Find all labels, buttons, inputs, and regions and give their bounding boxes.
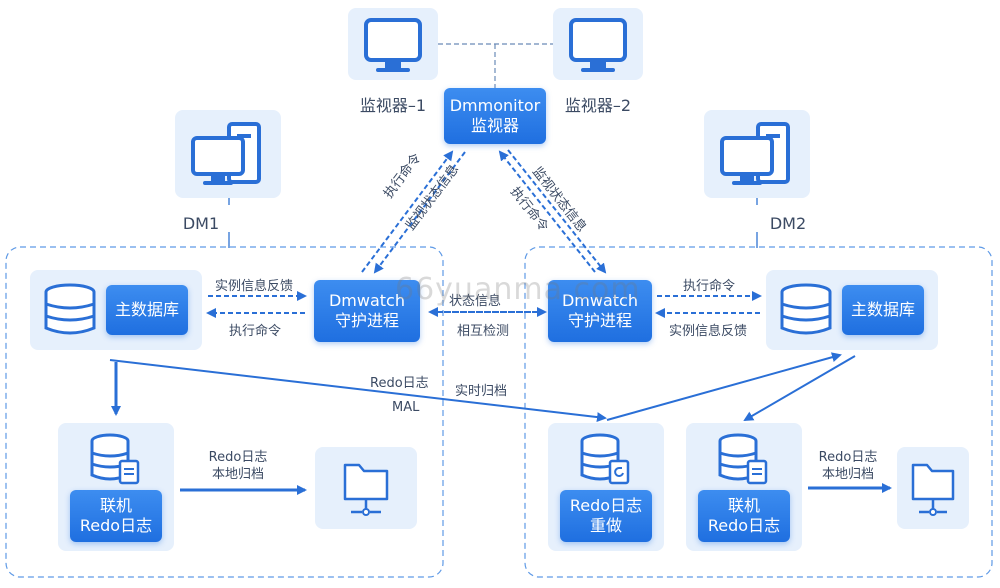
- left-exec-label: 执行命令: [229, 324, 282, 339]
- arrow-exec-right: [507, 149, 607, 274]
- dm2-label: DM2: [769, 214, 807, 233]
- dm2-tile: [704, 110, 810, 198]
- right-dmwatch-line1: Dmwatch: [561, 291, 638, 310]
- dmmonitor-line2: 监视器: [470, 116, 519, 135]
- right-archive-label: Redo日志 本地归档: [818, 450, 878, 482]
- dmmonitor-box[interactable]: Dmmonitor 监视器: [444, 88, 546, 144]
- right-redo-line1: Redo日志: [569, 496, 643, 515]
- right-dmwatch-box[interactable]: Dmwatch 守护进程: [548, 280, 652, 342]
- right-redo-line2: 重做: [589, 516, 622, 535]
- left-archive-label: Redo日志 本地归档: [208, 450, 268, 482]
- dm1-label: DM1: [182, 214, 220, 233]
- arrow-exec-left: [361, 150, 454, 273]
- mal-label: MAL: [392, 400, 420, 415]
- monitor-1-label: 监视器–1: [359, 96, 427, 115]
- right-exec-label: 执行命令: [683, 279, 736, 294]
- database-log-icon: [90, 433, 140, 485]
- realtime-archive-label: 实时归档: [455, 384, 508, 399]
- right-online-line1: 联机: [727, 496, 760, 515]
- database-icon: [780, 283, 832, 335]
- redo-log-label: Redo日志: [370, 376, 429, 391]
- monitor-2-label: 监视器–2: [564, 96, 632, 115]
- dmmonitor-line1: Dmmonitor: [449, 96, 541, 115]
- right-dmwatch-line2: 守护进程: [567, 311, 632, 330]
- arrow-redo-to-db: [606, 352, 842, 421]
- desktop-computer-icon: [720, 122, 790, 185]
- monitor-icon: [569, 18, 627, 72]
- watermark: 66yuanma.com: [395, 272, 641, 307]
- monitor-2-tile: [553, 8, 643, 80]
- left-feedback-label: 实例信息反馈: [215, 279, 294, 294]
- right-redo-replay-box[interactable]: Redo日志 重做: [560, 490, 652, 542]
- left-online-redo-box[interactable]: 联机 Redo日志: [70, 490, 162, 542]
- right-online-line2: Redo日志: [707, 516, 781, 535]
- arrow-db-to-online-right: [743, 355, 856, 422]
- dm1-group-border: [5, 246, 444, 578]
- right-online-redo-box[interactable]: 联机 Redo日志: [698, 490, 790, 542]
- left-dmwatch-box[interactable]: Dmwatch 守护进程: [314, 280, 420, 342]
- monitor-1-tile: [348, 8, 438, 80]
- network-folder-icon: [343, 463, 389, 516]
- monitor-icon: [364, 18, 422, 72]
- status-info-label: 状态信息: [449, 294, 502, 309]
- left-main-db-label-box[interactable]: 主数据库: [106, 285, 188, 335]
- arrow-status-right: [498, 150, 596, 273]
- mutual-check-label: 相互检测: [457, 324, 510, 339]
- right-feedback-label: 实例信息反馈: [669, 324, 748, 339]
- right-archive-folder-tile: [897, 447, 969, 529]
- left-dmwatch-line1: Dmwatch: [328, 291, 405, 310]
- network-folder-icon: [911, 463, 955, 516]
- left-dmwatch-line2: 守护进程: [334, 311, 399, 330]
- left-main-db-label: 主数据库: [114, 300, 179, 319]
- arrow-status-left: [373, 151, 466, 274]
- right-main-db-label: 主数据库: [850, 300, 915, 319]
- left-archive-folder-tile: [315, 447, 417, 529]
- right-main-db-label-box[interactable]: 主数据库: [842, 285, 924, 335]
- database-icon: [44, 283, 96, 335]
- database-log-icon: [718, 433, 768, 485]
- database-redo-icon: [580, 433, 630, 485]
- dm2-group-border: [524, 246, 993, 578]
- left-online-line2: Redo日志: [79, 516, 153, 535]
- arrow-mal-realtime: [109, 359, 607, 423]
- dm1-tile: [175, 110, 281, 198]
- desktop-computer-icon: [191, 122, 261, 185]
- left-online-line1: 联机: [99, 496, 132, 515]
